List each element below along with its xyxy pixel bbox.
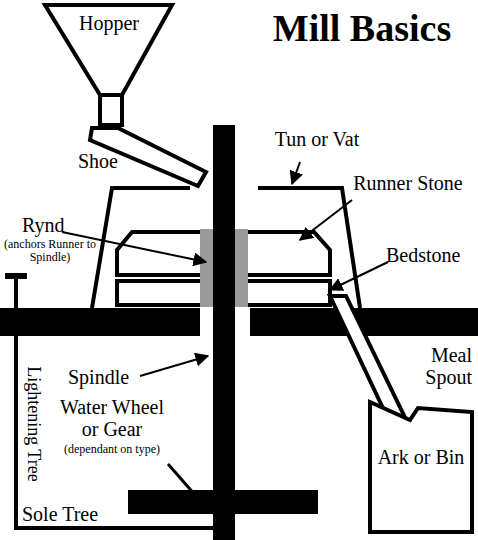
hopper-shape: [45, 5, 172, 95]
part-label: Rynd: [22, 214, 72, 236]
leader-line: [168, 464, 196, 496]
hopper-throat: [100, 95, 122, 125]
part-label: Sole Tree: [22, 503, 122, 525]
lightening-tree: [14, 278, 18, 528]
sole-tree: [14, 526, 232, 530]
bin-node: Ark or Bin: [374, 440, 468, 520]
part-label: Spindle: [68, 366, 148, 388]
part-label: Bedstone: [386, 244, 476, 266]
part-label: Tun or Vat: [262, 128, 372, 150]
node-text: Ark or Bin: [374, 446, 468, 468]
part-label: Runner Stone: [340, 172, 476, 194]
leader-line: [292, 162, 300, 184]
floor-beam: [0, 308, 200, 336]
node-text: Hopper: [62, 12, 156, 34]
part-label: Lightening Tree: [23, 334, 43, 514]
leader-line: [300, 200, 352, 240]
hopper-node: Hopper: [62, 10, 156, 40]
leader-line: [330, 262, 388, 290]
spindle: [213, 125, 235, 540]
lightening-tree: [5, 273, 27, 279]
part-label: Shoe: [78, 150, 138, 172]
diagram-title: Mill Basics: [250, 8, 474, 50]
part-note: (anchors Runner to Spindle): [2, 238, 98, 264]
water-wheel-bar: [128, 490, 318, 514]
leader-line: [140, 356, 208, 376]
part-note: (dependant on type): [42, 443, 182, 456]
part-label: Water Wheel or Gear: [52, 396, 172, 440]
bin-shape: [370, 402, 472, 532]
part-label: Meal Spout: [382, 344, 472, 388]
